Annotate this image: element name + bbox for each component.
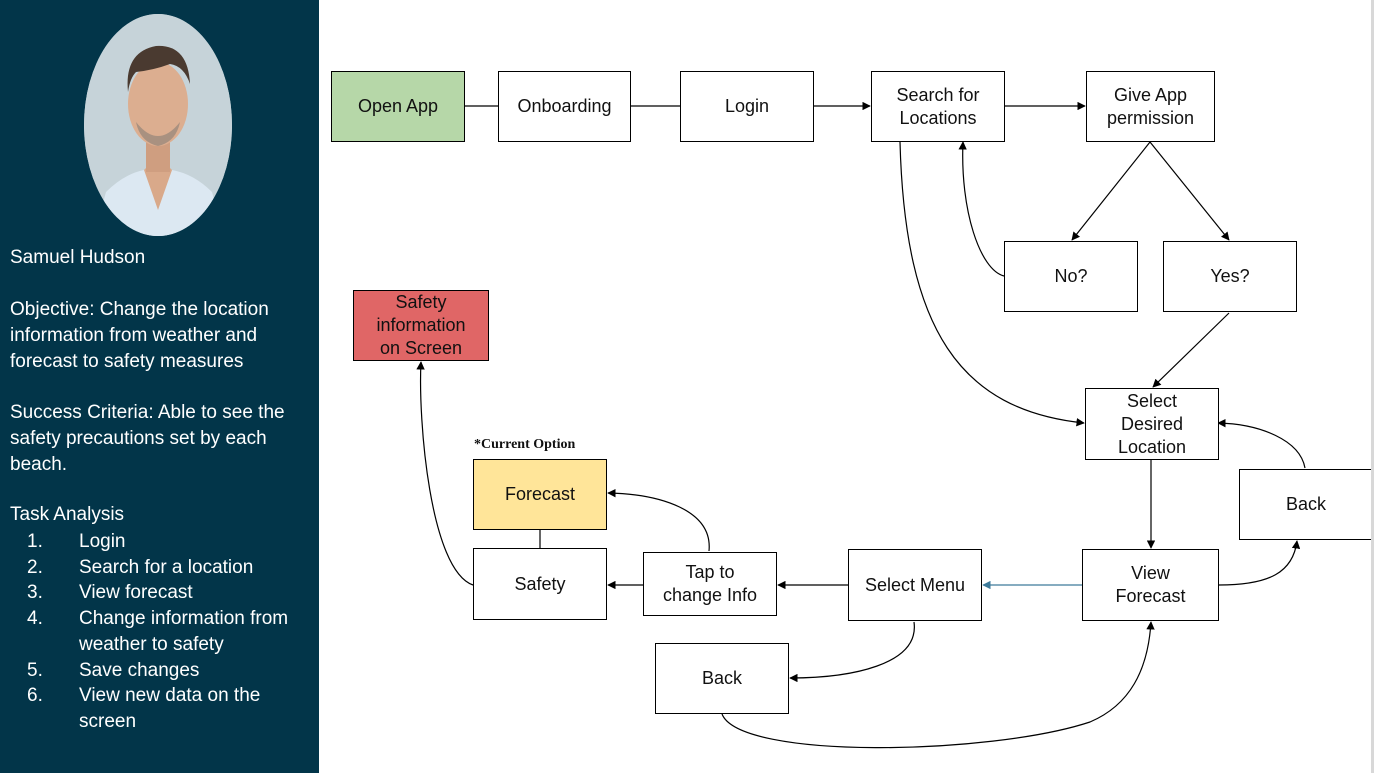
task-item: 2. Search for a location (10, 555, 310, 581)
node-safety: Safety (473, 548, 607, 620)
node-select-menu: Select Menu (848, 549, 982, 621)
task-number: 5. (27, 659, 43, 681)
connector-menu-back (789, 621, 915, 683)
connector-view-back (1218, 540, 1301, 586)
connector-safety-info (416, 361, 474, 586)
task-item: 4. Change information from weather to saf… (10, 606, 310, 657)
slide-edge-divider (1371, 0, 1374, 773)
task-item: 6. View new data on the screen (10, 683, 310, 734)
task-item: 1. Login (10, 529, 310, 555)
task-number: 3. (27, 582, 43, 604)
persona-name: Samuel Hudson (10, 247, 146, 268)
connector-tap-forecast (607, 488, 710, 552)
task-text: View new data on the screen (79, 685, 261, 732)
connector-back-view (721, 621, 1155, 749)
task-text: Search for a location (79, 556, 254, 578)
node-yes: Yes? (1163, 241, 1297, 312)
current-option-note: *Current Option (474, 437, 576, 452)
connector-yes-select (1152, 312, 1230, 388)
task-number: 4. (27, 608, 43, 630)
node-search-locations: Search for Locations (871, 71, 1005, 142)
task-text: Change information from weather to safet… (79, 608, 289, 655)
task-analysis-title: Task Analysis (10, 504, 125, 525)
task-item: 3. View forecast (10, 580, 310, 606)
persona-panel: Samuel Hudson Objective: Change the loca… (0, 0, 319, 773)
task-text: Save changes (79, 659, 200, 681)
node-onboarding: Onboarding (498, 71, 631, 142)
persona-avatar (84, 14, 232, 236)
node-safety-info-screen: Safety information on Screen (353, 290, 489, 361)
task-item: 5. Save changes (10, 658, 310, 684)
connector-permission-yes (1149, 141, 1230, 241)
persona-objective: Objective: Change the location informati… (10, 299, 269, 372)
connector-search-select (899, 141, 1085, 427)
task-text: Login (79, 531, 126, 552)
task-text: View forecast (79, 582, 193, 604)
connector-back-select (1217, 418, 1306, 469)
persona-success-criteria: Success Criteria: Able to see the safety… (10, 402, 285, 475)
node-back-right: Back (1239, 469, 1373, 540)
node-give-permission: Give App permission (1086, 71, 1215, 142)
task-analysis-list: 1. Login 2. Search for a location 3. View f… (10, 529, 310, 735)
node-login: Login (680, 71, 814, 142)
task-number: 1. (27, 531, 43, 552)
connector-no-search (958, 141, 1005, 277)
node-select-location: Select Desired Location (1085, 388, 1219, 460)
task-number: 2. (27, 556, 43, 578)
node-tap-change-info: Tap to change Info (643, 552, 777, 616)
node-no: No? (1004, 241, 1138, 312)
task-number: 6. (27, 685, 43, 707)
node-open-app: Open App (331, 71, 465, 142)
node-view-forecast: View Forecast (1082, 549, 1219, 621)
connector-permission-no (1071, 141, 1151, 241)
node-back-bottom: Back (655, 643, 789, 714)
node-forecast-current: Forecast (473, 459, 607, 530)
